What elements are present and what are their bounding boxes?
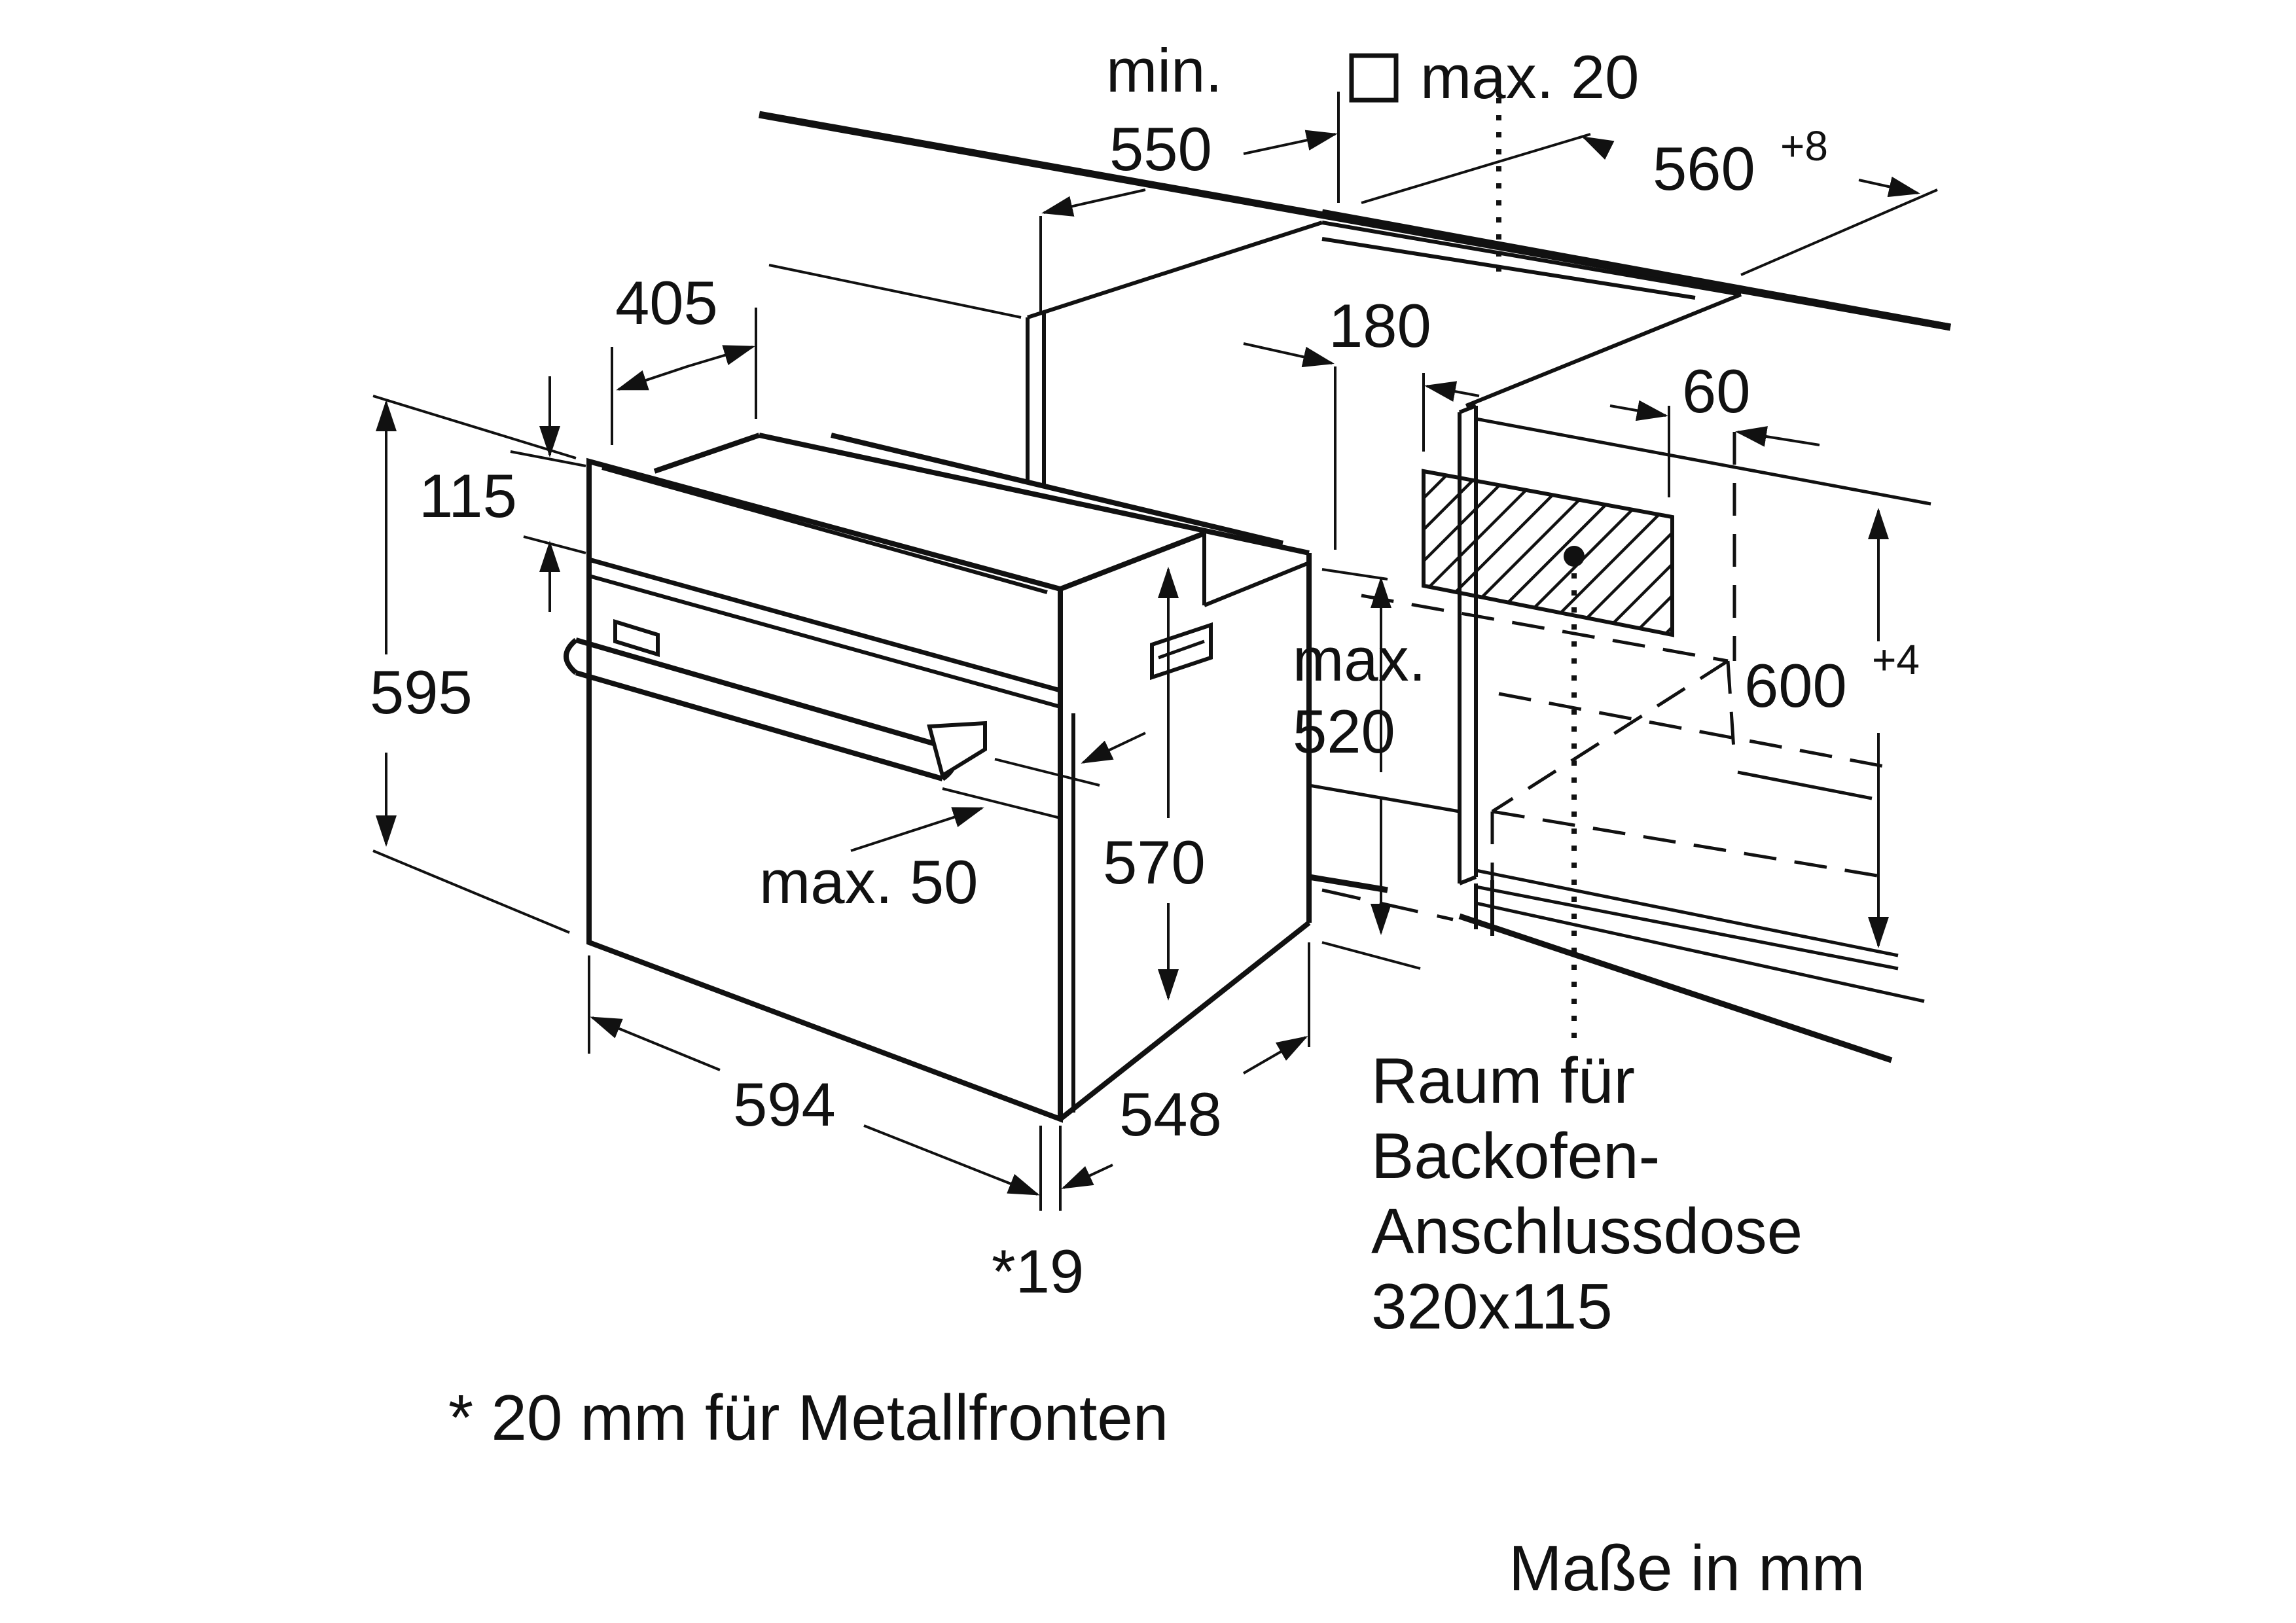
label-548: 548 (1119, 1080, 1222, 1149)
cabinet-bottom-shelf (1308, 874, 1388, 893)
dashed-cavity (1361, 432, 1899, 883)
control-panel-divider (588, 557, 1061, 693)
cabinet-top-left (1027, 221, 1323, 319)
cabinet-top-rail (1321, 237, 1696, 300)
dimension-labels: min. 550 max. 20 560 +8 405 180 60 115 5… (370, 36, 1920, 1306)
label-max50: max. 50 (759, 847, 978, 916)
square-box-icon (1349, 53, 1399, 103)
label-star19: *19 (992, 1237, 1084, 1306)
socket-note-line4: 320x115 (1371, 1270, 1613, 1342)
label-560: 560 (1653, 134, 1755, 203)
oven-front (586, 457, 1063, 1123)
label-180: 180 (1329, 291, 1431, 360)
cabinet-top-right (1465, 293, 1742, 408)
socket-note-line1: Raum für (1371, 1044, 1635, 1116)
socket-note-line2: Backofen- (1371, 1120, 1660, 1192)
label-115: 115 (419, 461, 517, 530)
countertop-back-edge (1321, 209, 1951, 331)
footnote: * 20 mm für Metallfronten (448, 1382, 1168, 1454)
side-vent (1150, 622, 1213, 681)
socket-note: Raum für Backofen- Anschlussdose 320x115 (1371, 1044, 1803, 1342)
oven-handle (564, 618, 987, 781)
hatched-socket-area (1422, 469, 1674, 637)
cabinet-drawing (759, 98, 1951, 1063)
label-600: 600 (1744, 651, 1847, 720)
cabinet-top-front (1321, 221, 1742, 296)
label-min: min. (1106, 36, 1223, 105)
label-594: 594 (733, 1070, 836, 1139)
label-600-tolerance: +4 (1872, 636, 1920, 683)
label-max520-line2: 520 (1293, 697, 1395, 766)
oven-drawing (564, 433, 1312, 1123)
units-label: Maße in mm (1509, 1532, 1865, 1604)
label-max20: max. 20 (1420, 43, 1639, 111)
label-max520-line1: max. (1293, 625, 1426, 694)
label-550: 550 (1109, 115, 1212, 183)
label-560-tolerance: +8 (1780, 122, 1828, 169)
dimension-lines (372, 92, 1938, 1211)
label-570: 570 (1103, 828, 1206, 897)
label-60: 60 (1682, 357, 1751, 425)
socket-note-line3: Anschlussdose (1371, 1195, 1803, 1267)
label-595: 595 (370, 658, 473, 726)
label-405: 405 (615, 268, 718, 337)
